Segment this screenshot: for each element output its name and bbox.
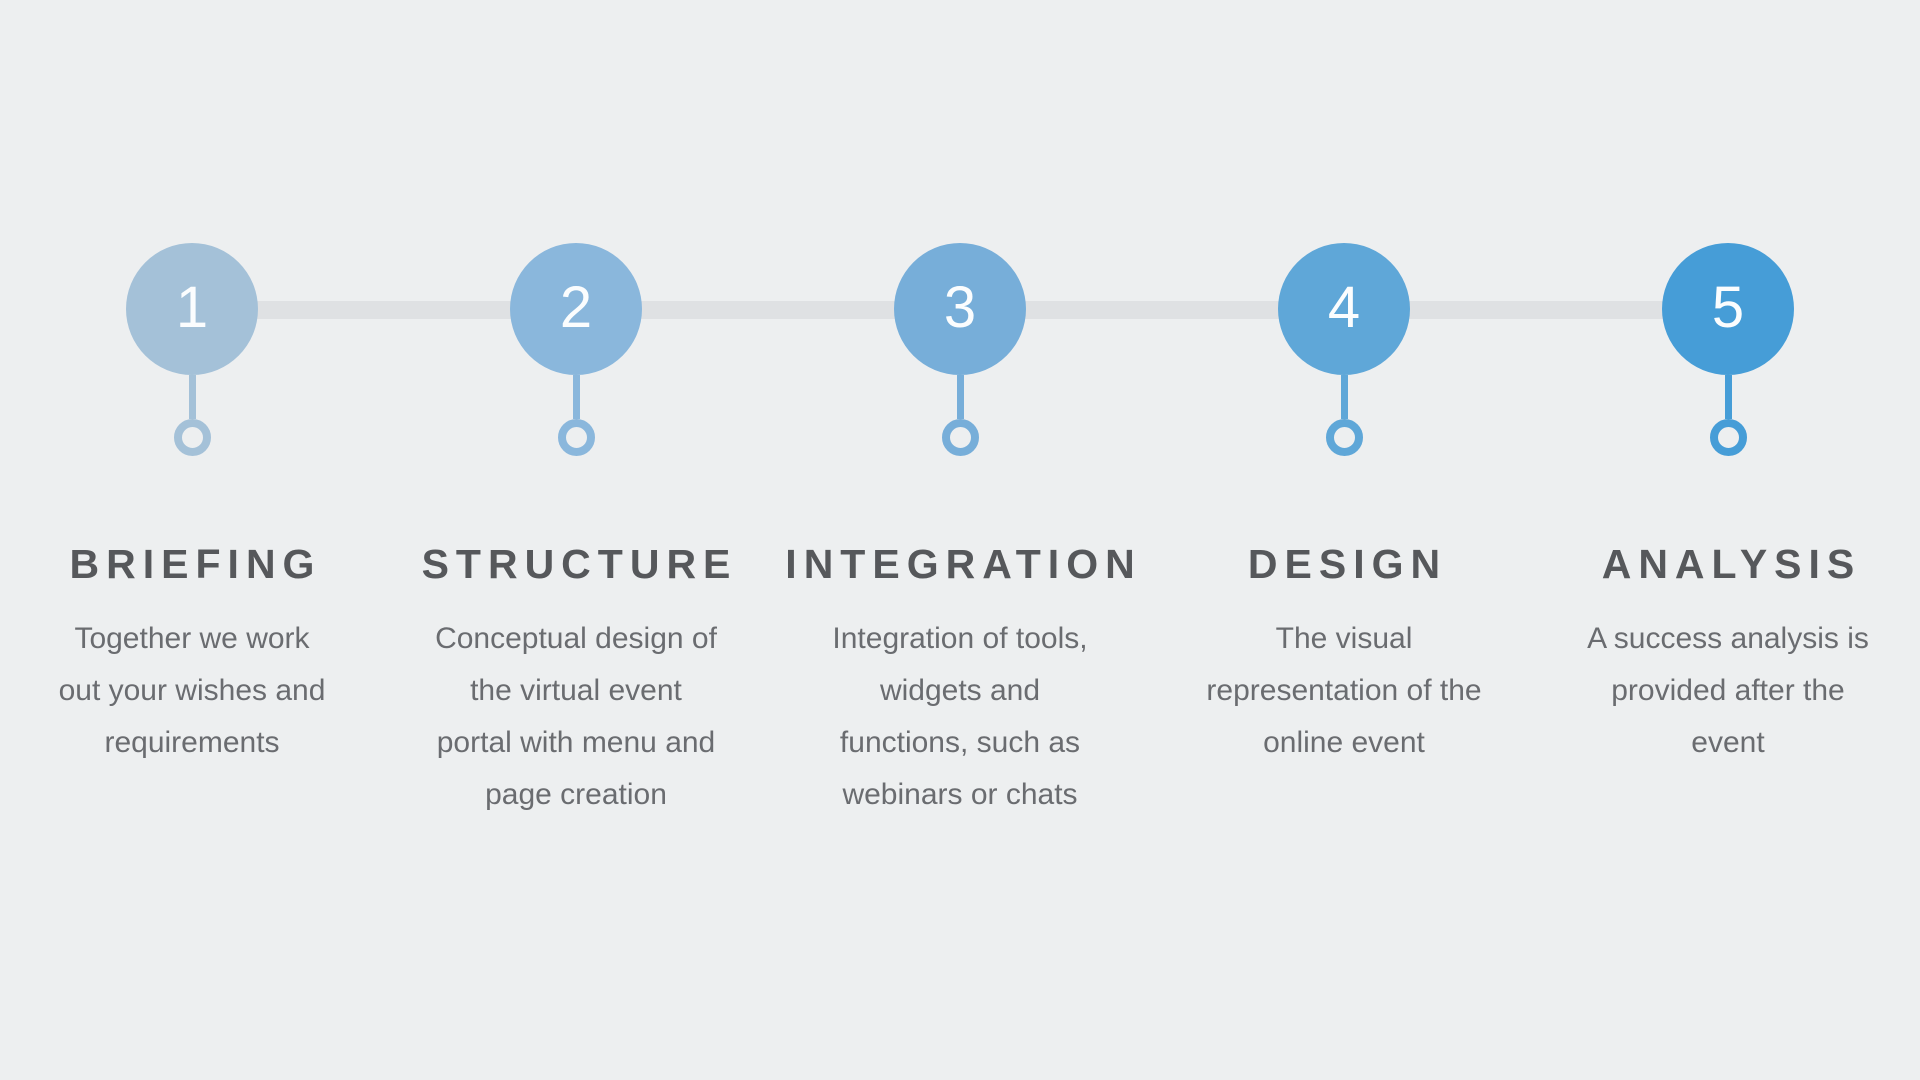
- step-ring-icon: [1709, 419, 1747, 456]
- step-number: 2: [559, 275, 593, 340]
- step-number: 5: [1711, 275, 1745, 340]
- step-description: Integration of tools, widgets and function…: [832, 613, 1087, 821]
- step-stem-line: [956, 375, 964, 419]
- step-description: A success analysis is provided after the e…: [1587, 613, 1869, 769]
- step-stem-line: [1724, 375, 1732, 419]
- step-number: 3: [943, 275, 977, 340]
- timeline-steps: 1 BRIEFING Together we work out your wish…: [0, 243, 1920, 821]
- description-line: Conceptual design of: [435, 622, 717, 656]
- step-description: Conceptual design of the virtual event por…: [435, 613, 717, 821]
- step-description: Together we work out your wishes and requi…: [59, 613, 326, 769]
- timeline-step-design: 4 DESIGN The visual representation of the…: [1152, 243, 1536, 821]
- step-title: BRIEFING: [69, 541, 322, 587]
- description-line: portal with menu and: [436, 726, 716, 760]
- description-line: page creation: [485, 778, 667, 812]
- step-ring-icon: [941, 419, 979, 456]
- step-number: 1: [175, 275, 209, 340]
- description-line: online event: [1263, 726, 1425, 760]
- timeline-step-integration: 3 INTEGRATION Integration of tools, widge…: [768, 243, 1152, 821]
- step-stem-line: [572, 375, 580, 419]
- step-title: INTEGRATION: [785, 541, 1142, 587]
- timeline-step-analysis: 5 ANALYSIS A success analysis is provided…: [1536, 243, 1920, 821]
- step-number-circle: 1: [126, 243, 258, 375]
- description-line: A success analysis is: [1587, 622, 1869, 656]
- step-title: DESIGN: [1247, 541, 1448, 587]
- description-line: functions, such as: [839, 726, 1081, 760]
- description-line: webinars or chats: [842, 778, 1078, 812]
- step-number-circle: 5: [1662, 243, 1794, 375]
- description-line: widgets and: [879, 674, 1041, 708]
- timeline-step-briefing: 1 BRIEFING Together we work out your wish…: [0, 243, 384, 821]
- description-line: event: [1691, 726, 1765, 760]
- step-ring-icon: [1325, 419, 1363, 456]
- description-line: requirements: [104, 726, 280, 760]
- step-number-circle: 2: [510, 243, 642, 375]
- step-number-circle: 4: [1278, 243, 1410, 375]
- description-line: out your wishes and: [58, 674, 326, 708]
- description-line: Together we work: [74, 622, 310, 656]
- timeline-step-structure: 2 STRUCTURE Conceptual design of the virt…: [384, 243, 768, 821]
- step-number-circle: 3: [894, 243, 1026, 375]
- description-line: the virtual event: [470, 674, 682, 708]
- step-title: STRUCTURE: [421, 541, 738, 587]
- description-line: Integration of tools,: [832, 622, 1088, 656]
- description-line: representation of the: [1206, 674, 1482, 708]
- step-ring-icon: [173, 419, 211, 456]
- step-title: ANALYSIS: [1601, 541, 1862, 587]
- description-line: provided after the: [1611, 674, 1845, 708]
- step-number: 4: [1327, 275, 1361, 340]
- step-description: The visual representation of the online ev…: [1206, 613, 1481, 769]
- description-line: The visual: [1275, 622, 1413, 656]
- step-stem-line: [188, 375, 196, 419]
- step-stem-line: [1340, 375, 1348, 419]
- step-ring-icon: [557, 419, 595, 456]
